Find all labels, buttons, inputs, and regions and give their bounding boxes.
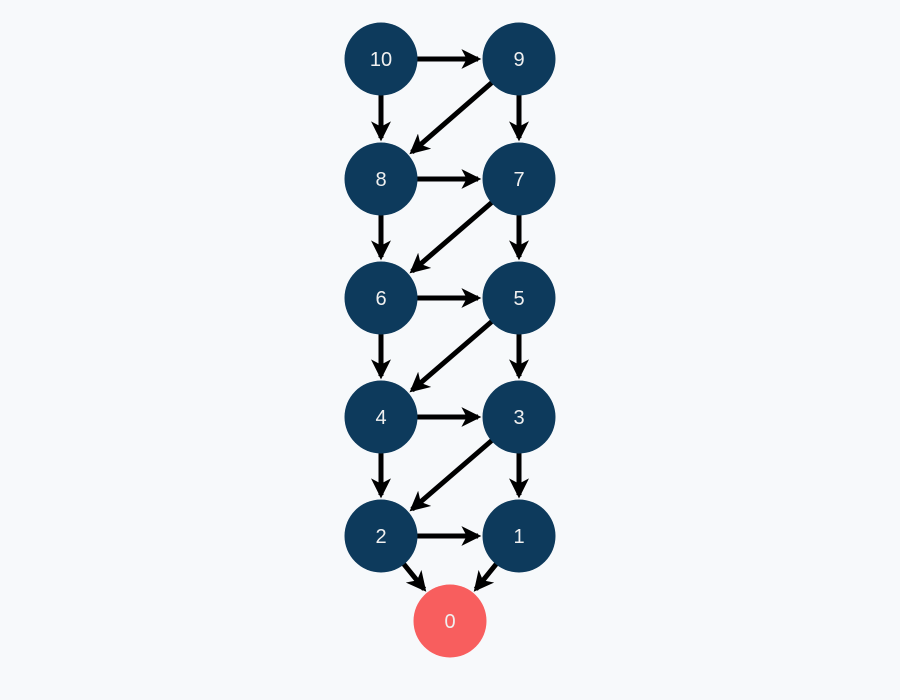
node-circle-1 <box>482 499 556 573</box>
node-circle-4 <box>344 380 418 454</box>
node-3: 3 <box>482 380 556 454</box>
node-circle-0 <box>413 584 487 658</box>
node-0: 0 <box>413 584 487 658</box>
node-2: 2 <box>344 499 418 573</box>
node-circle-3 <box>482 380 556 454</box>
node-circle-10 <box>344 22 418 96</box>
node-1: 1 <box>482 499 556 573</box>
node-4: 4 <box>344 380 418 454</box>
node-9: 9 <box>482 22 556 96</box>
node-circle-2 <box>344 499 418 573</box>
node-circle-6 <box>344 261 418 335</box>
node-8: 8 <box>344 142 418 216</box>
node-circle-9 <box>482 22 556 96</box>
node-6: 6 <box>344 261 418 335</box>
node-10: 10 <box>344 22 418 96</box>
node-circle-7 <box>482 142 556 216</box>
node-circle-5 <box>482 261 556 335</box>
node-7: 7 <box>482 142 556 216</box>
node-5: 5 <box>482 261 556 335</box>
node-circle-8 <box>344 142 418 216</box>
